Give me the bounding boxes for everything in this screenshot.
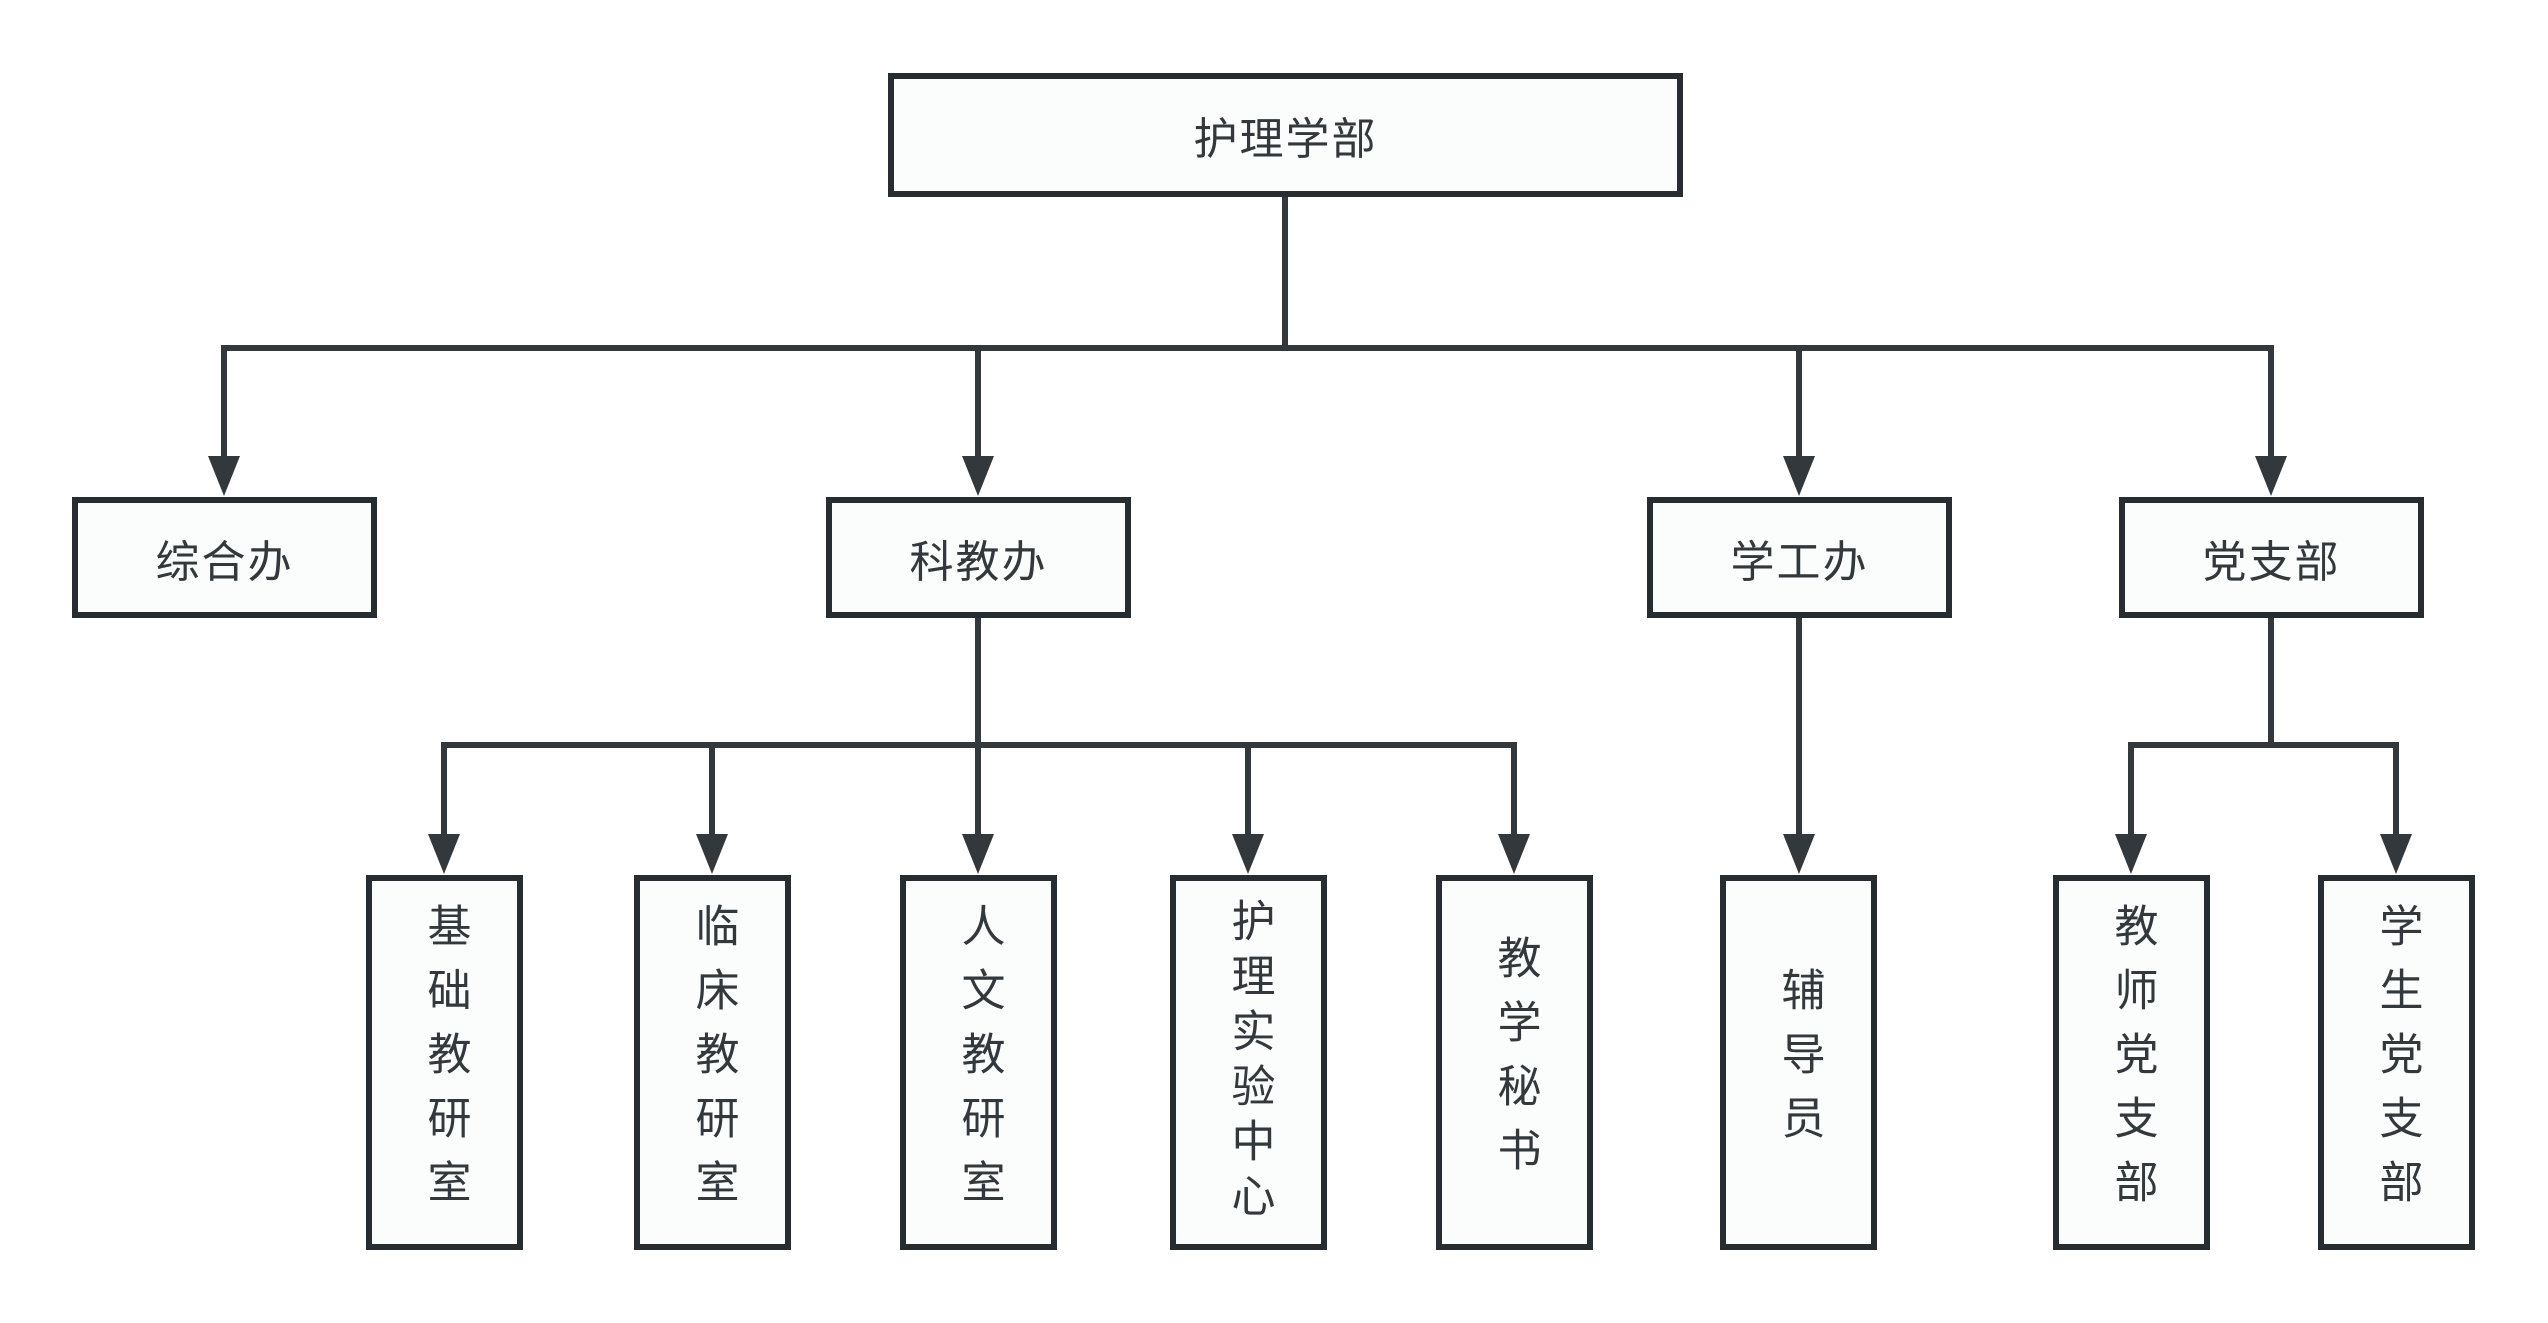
node-nursing-faculty: 护理学部: [888, 73, 1683, 197]
arrowhead-basic-tro: [428, 834, 460, 874]
arrowhead-teacher-party-branch: [2115, 834, 2147, 874]
arrowhead-counselor: [1783, 834, 1815, 874]
node-party-branch: 党支部: [2119, 497, 2424, 618]
arrowhead-student-affairs-office: [1783, 456, 1815, 496]
node-nursing-faculty-label: 护理学部: [1193, 115, 1378, 164]
node-basic-teaching-research-office-label: 基础教研室: [420, 902, 470, 1223]
node-student-affairs-office-label: 学工办: [1730, 537, 1869, 587]
node-nursing-experiment-center: 护理实验中心: [1170, 875, 1327, 1250]
node-teaching-secretary: 教学秘书: [1436, 875, 1593, 1250]
arrowhead-party-branch: [2255, 456, 2287, 496]
arrowhead-general-office: [208, 456, 240, 496]
node-clinical-teaching-research-office-label: 临床教研室: [688, 902, 738, 1223]
node-humanities-teaching-research-office-label: 人文教研室: [954, 902, 1004, 1223]
node-general-office-label: 综合办: [155, 537, 294, 587]
node-science-education-office: 科教办: [826, 497, 1131, 618]
arrowhead-clinical-tro: [696, 834, 728, 874]
arrowhead-nursing-experiment-center: [1232, 834, 1264, 874]
arrowhead-humanities-tro: [962, 834, 994, 874]
node-counselor: 辅导员: [1720, 875, 1877, 1250]
node-party-branch-label: 党支部: [2202, 537, 2341, 587]
arrowhead-science-education-office: [962, 456, 994, 496]
arrowhead-teaching-secretary: [1498, 834, 1530, 874]
node-student-party-branch: 学生党支部: [2318, 875, 2475, 1250]
node-clinical-teaching-research-office: 临床教研室: [634, 875, 791, 1250]
node-teaching-secretary-label: 教学秘书: [1490, 934, 1540, 1191]
node-humanities-teaching-research-office: 人文教研室: [900, 875, 1057, 1250]
arrowhead-student-party-branch: [2380, 834, 2412, 874]
node-basic-teaching-research-office: 基础教研室: [366, 875, 523, 1250]
node-teacher-party-branch-label: 教师党支部: [2107, 902, 2157, 1223]
node-science-education-office-label: 科教办: [909, 537, 1048, 587]
node-nursing-experiment-center-label: 护理实验中心: [1224, 897, 1274, 1228]
node-teacher-party-branch: 教师党支部: [2053, 875, 2210, 1250]
node-counselor-label: 辅导员: [1774, 966, 1824, 1159]
node-student-party-branch-label: 学生党支部: [2372, 902, 2422, 1223]
node-general-office: 综合办: [72, 497, 377, 618]
node-student-affairs-office: 学工办: [1647, 497, 1952, 618]
